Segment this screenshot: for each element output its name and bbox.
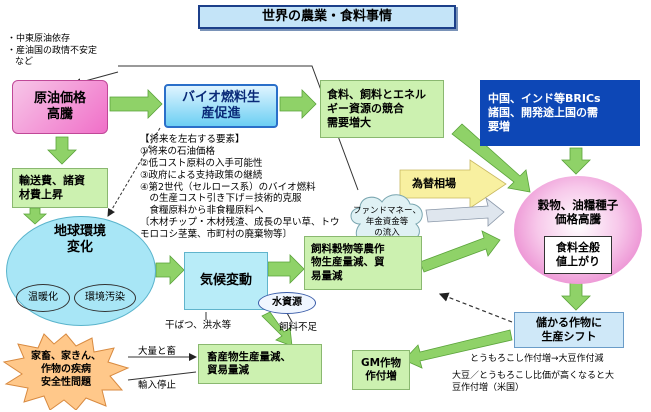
soy-line-1: 大豆／とうもろこし比価が高くなると大 xyxy=(452,371,615,381)
arrow-profitable-to-gm xyxy=(403,329,513,369)
arrow-climate-to-feed xyxy=(267,254,305,284)
environment-line-1: 地球環境 xyxy=(53,223,106,239)
corn-shift-text: とうもろこし作付増→大豆作付減 xyxy=(470,354,604,364)
mass-death-text: 大量と畜 xyxy=(138,346,177,357)
factor-4c: 食糧原料から非食糧原料へ xyxy=(140,205,264,217)
grain-price-line-2: 価格高騰 xyxy=(555,212,601,227)
arrow-fund-to-grain xyxy=(425,196,505,227)
drought-text: 干ばつ、洪水等 xyxy=(165,320,232,331)
fund-text: ファンドマネー、 年金資金等 の流入 xyxy=(351,206,423,239)
gm-line-1: GM作物 xyxy=(360,356,402,369)
food-overall-line-1: 食料全般 xyxy=(556,241,600,255)
factor-3: ③政府による支持政策の継続 xyxy=(140,169,263,181)
line-water-feed xyxy=(286,312,293,323)
import-stop-text: 輸入停止 xyxy=(138,380,177,391)
page-title: 世界の農業・食料事情 xyxy=(198,5,456,29)
title-text: 世界の農業・食料事情 xyxy=(261,8,392,24)
oil-price-box: 原油価格 高騰 xyxy=(12,80,108,134)
livestock-line-2: 貿易量減 xyxy=(207,364,249,376)
water-oval: 水資源 xyxy=(258,292,316,314)
livestock-prod-box: 畜産物生産量減、 貿易量減 xyxy=(198,344,322,384)
feed-grain-line-3: 易量減 xyxy=(311,269,343,282)
dashed-biofuel-to-env xyxy=(107,127,161,217)
gm-box: GM作物 作付増 xyxy=(352,350,410,390)
factor-4b: の生産コスト引き下げ＝技術的克服 xyxy=(140,193,302,205)
arrow-top-loop xyxy=(118,65,359,191)
note-line-2: ・産油国の政情不安定 xyxy=(7,45,98,56)
profitable-box: 儲かる作物に 生産シフト xyxy=(514,312,624,348)
factor-4: ④第2世代（セルロース系）のバイオ燃料 xyxy=(140,181,316,193)
competition-line-1: 食料、飼料とエネル xyxy=(327,88,426,102)
factors-block: 【将来を左右する要素】 ①将来の石油価格 ②低コスト原料の入手可能性 ③政府によ… xyxy=(140,134,340,241)
factor-examples-2: モロコシ茎葉、市町村の廃棄物等〕 xyxy=(140,229,293,240)
competition-line-2: ギー資源の競合 xyxy=(327,102,404,116)
arrow-oil-to-biofuel xyxy=(109,89,163,119)
livestock-line-1: 畜産物生産量減、 xyxy=(207,350,291,363)
food-overall-line-2: 値上がり xyxy=(556,255,600,268)
disease-line-3: 安全性問題 xyxy=(41,377,91,388)
transport-line-2: 材費上昇 xyxy=(19,188,63,201)
arrow-exchange xyxy=(399,159,507,209)
arrow-transport-down xyxy=(22,207,48,225)
biofuel-line-2: 産促進 xyxy=(201,106,241,121)
biofuel-line-1: バイオ燃料生 xyxy=(181,89,260,105)
note-line-3: など xyxy=(15,57,34,68)
grain-price-line-1: 穀物、油糧種子 xyxy=(537,198,619,212)
line-import-stop xyxy=(127,371,197,381)
factor-examples-1: 〔木材チップ・木材残渣、成長の早い草、トウ xyxy=(140,217,340,229)
feed-grain-line-2: 物生産量減、貿 xyxy=(311,256,385,269)
fund-line-3: の流入 xyxy=(374,228,400,239)
brics-line-1: 中国、インド等BRICs xyxy=(488,92,601,106)
arrow-oil-to-transport xyxy=(47,136,77,165)
fund-line-2: 年金資金等 xyxy=(365,217,409,228)
factors-title: 【将来を左右する要素】 xyxy=(140,134,245,145)
gm-line-2: 作付増 xyxy=(365,370,397,382)
competition-line-3: 需要増大 xyxy=(327,115,371,129)
competition-box: 食料、飼料とエネル ギー資源の競合 需要増大 xyxy=(320,80,444,138)
brics-line-3: 要増 xyxy=(488,119,510,133)
transport-box: 輸送費、諸資 材費上昇 xyxy=(12,168,108,208)
arrow-competition-to-grain xyxy=(451,123,531,193)
pollution-oval: 環境汚染 xyxy=(74,284,136,312)
disease-text: 家畜、家きん、 作物の疾病 安全性問題 xyxy=(20,350,112,389)
oil-price-line-2: 高騰 xyxy=(46,107,73,122)
food-overall-box: 食料全般 値上がり xyxy=(544,236,612,274)
soy-line-2: 豆作付増（米国） xyxy=(452,382,525,393)
profitable-line-2: 生産シフト xyxy=(541,330,597,343)
brics-line-2: 諸国、開発途上国の需 xyxy=(488,106,598,120)
oil-price-line-1: 原油価格 xyxy=(33,90,86,106)
arrow-biofuel-to-competition xyxy=(279,89,317,119)
feed-shortage-text: 飼料不足 xyxy=(279,322,318,333)
arrow-feed-to-grain xyxy=(419,230,501,273)
factor-2: ②低コスト原料の入手可能性 xyxy=(140,157,263,169)
warming-oval: 温暖化 xyxy=(16,284,70,312)
arrow-feed-to-livestock xyxy=(261,311,293,347)
environment-label: 地球環境 変化 xyxy=(40,222,120,258)
profitable-line-1: 儲かる作物に xyxy=(536,316,602,330)
feed-grain-box: 飼料穀物等農作 物生産量減、貿 易量減 xyxy=(304,236,422,290)
fund-line-1: ファンドマネー、 xyxy=(353,206,421,216)
exchange-label: 為替相場 xyxy=(412,177,456,191)
soy-note: 大豆／とうもろこし比価が高くなると大 豆作付増（米国） xyxy=(452,371,614,394)
middle-east-note: ・中東原油依存 ・産油国の政情不安定 など xyxy=(7,34,97,69)
biofuel-box: バイオ燃料生 産促進 xyxy=(164,84,278,128)
disease-line-2: 作物の疾病 xyxy=(41,364,91,375)
arrow-env-to-climate xyxy=(155,255,185,285)
dashed-profitable-to-feed xyxy=(438,292,513,323)
arrow-grain-to-profitable xyxy=(561,281,591,311)
brics-box: 中国、インド等BRICs 諸国、開発途上国の需 要増 xyxy=(480,80,640,146)
disease-line-1: 家畜、家きん、 xyxy=(31,351,101,362)
disease-burst xyxy=(2,333,130,410)
feed-grain-line-1: 飼料穀物等農作 xyxy=(311,243,385,256)
arrow-brics-down xyxy=(561,147,591,175)
transport-line-1: 輸送費、諸資 xyxy=(19,174,85,188)
environment-line-2: 変化 xyxy=(66,240,93,255)
factor-1: ①将来の石油価格 xyxy=(140,145,216,157)
note-line-1: ・中東原油依存 xyxy=(7,34,71,44)
climate-box: 気候変動 xyxy=(184,252,268,310)
